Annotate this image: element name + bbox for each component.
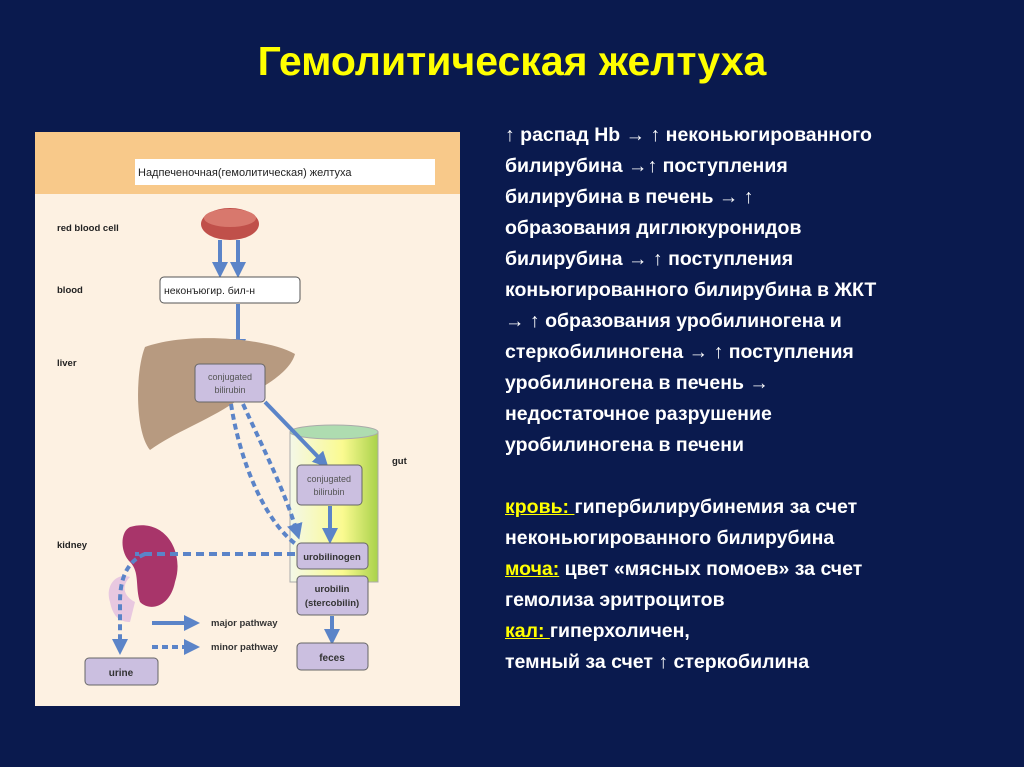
blood-row: кровь: гипербилирубинемия за счет — [505, 492, 1015, 523]
urine-row: моча: цвет «мясных помоев» за счет — [505, 554, 1015, 585]
bilirubin-pathway-diagram: Надпеченочная(гемолитическая) желтуха re… — [35, 132, 460, 706]
text-line: ↑ распад Hb → ↑ неконьюгированного — [505, 124, 872, 146]
label-blood: blood — [57, 285, 83, 296]
slide-title: Гемолитическая желтуха — [257, 38, 767, 84]
box-label: conjugated — [307, 474, 351, 484]
feces-label: кал: — [505, 620, 550, 642]
header-box — [135, 159, 435, 185]
diagram-header: Надпеченочная(гемолитическая) желтуха — [138, 167, 352, 179]
urine-text-2: гемолиза эритроцитов — [505, 589, 725, 611]
label-kidney: kidney — [57, 540, 88, 551]
blood-text: гипербилирубинемия за счет — [574, 496, 858, 518]
box-label: urobilin — [315, 584, 350, 595]
box-label: conjugated — [208, 372, 252, 382]
text-line: коньюгированного билирубина в ЖКТ — [505, 279, 877, 301]
box-label: urobilinogen — [303, 552, 361, 563]
box-label: feces — [319, 653, 345, 664]
feces-text: гиперхоличен, — [549, 620, 690, 642]
text-line: образования диглюкуронидов — [505, 217, 802, 239]
box-label: bilirubin — [313, 487, 344, 497]
text-line: уробилиногена в печени — [505, 434, 744, 456]
box-urine — [84, 657, 159, 686]
box-urobilinogen — [296, 542, 369, 570]
text-line: уробилиногена в печень → — [505, 372, 769, 394]
text-line: билирубина в печень → ↑ — [505, 186, 754, 208]
explanation-text: ↑ распад Hb → ↑ неконьюгированного билир… — [505, 120, 1015, 678]
label-liver: liver — [57, 358, 77, 369]
box-gut-conjugated — [296, 464, 363, 506]
box-urobilin — [296, 575, 369, 616]
box-label: bilirubin — [214, 385, 245, 395]
box-feces — [296, 642, 369, 671]
text-line: билирубина → ↑ поступления — [505, 248, 794, 270]
urine-text: цвет «мясных помоев» за счет — [559, 558, 863, 580]
text-line: недостаточное разрушение — [505, 403, 772, 425]
box-label: urine — [109, 668, 134, 679]
urine-label: моча: — [505, 558, 560, 580]
blood-text-2: неконьюгированного билирубина — [505, 527, 835, 549]
legend-major-label: major pathway — [211, 618, 278, 629]
feces-row: кал: гиперхоличен, — [505, 616, 1015, 647]
feces-text-2: темный за счет ↑ стеркобилина — [505, 651, 810, 673]
box-unconjugated — [159, 276, 301, 304]
text-line: билирубина →↑ поступления — [505, 155, 788, 177]
label-rbc: red blood cell — [57, 223, 119, 234]
box-liver-conjugated — [194, 363, 266, 403]
blood-label: кровь: — [505, 496, 575, 518]
box-label: (stercobilin) — [305, 598, 359, 609]
box-unconjugated-label: неконъюгир. бил-н — [164, 285, 255, 297]
label-gut: gut — [392, 456, 408, 467]
kidney-icon — [122, 525, 178, 607]
text-line: → ↑ образования уробилиногена и — [505, 310, 842, 332]
legend-minor-label: minor pathway — [211, 642, 279, 653]
text-line: стеркобилиногена → ↑ поступления — [505, 341, 854, 363]
